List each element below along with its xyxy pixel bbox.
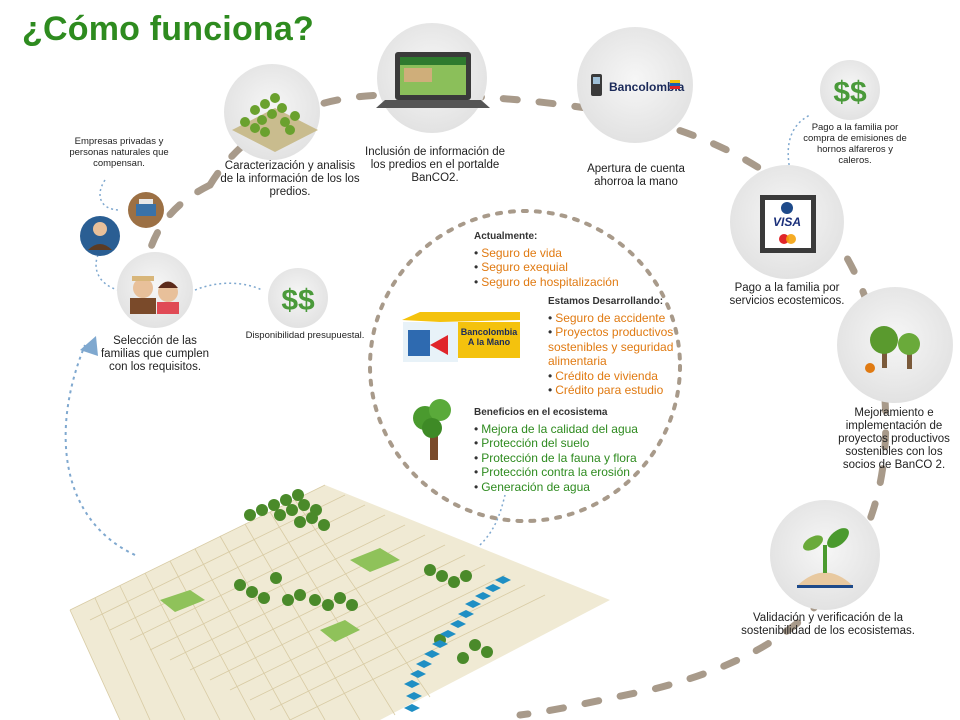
trees-illustration bbox=[865, 326, 920, 373]
desarrollando-header: Estamos Desarrollando: bbox=[548, 296, 664, 307]
beneficios-list: Beneficios en el ecosistema Mejora de la… bbox=[474, 406, 649, 494]
beneficios-item: Protección del suelo bbox=[474, 436, 649, 451]
card-terminal-icon: VISA bbox=[760, 195, 816, 253]
desarrollando-item: Crédito de vivienda bbox=[548, 369, 683, 384]
validacion-label: Validación y verificación de la sostenib… bbox=[741, 612, 915, 637]
benefits-tree-icon bbox=[413, 399, 451, 460]
money-icon-center: $$ bbox=[268, 268, 328, 328]
desarrollando-list: Estamos Desarrollando: Seguro de acciden… bbox=[548, 295, 683, 398]
alamano-line2: A la Mano bbox=[468, 337, 511, 347]
left-person-arrow bbox=[95, 254, 119, 291]
beneficios-header: Beneficios en el ecosistema bbox=[474, 407, 608, 418]
phone-icon bbox=[591, 74, 602, 96]
alamano-icon bbox=[402, 312, 520, 362]
beneficios-item: Protección de la fauna y flora bbox=[474, 451, 649, 466]
actualmente-list: Actualmente: Seguro de vida Seguro exequ… bbox=[474, 230, 644, 289]
actualmente-item: Seguro exequial bbox=[474, 260, 644, 275]
beneficios-item: Generación de agua bbox=[474, 480, 649, 495]
map-arrow bbox=[479, 494, 506, 546]
svg-text:VISA: VISA bbox=[773, 215, 801, 229]
money-icon-top: $$ bbox=[820, 60, 880, 120]
seleccion-label: Selección de las familias que cumplen co… bbox=[100, 335, 210, 373]
pago-arrow bbox=[787, 114, 811, 171]
svg-text:$$: $$ bbox=[281, 284, 315, 317]
left-return-arrow bbox=[64, 344, 136, 556]
beneficios-item: Protección contra la erosión bbox=[474, 465, 649, 480]
mejoramiento-label: Mejoramiento e implementación de proyect… bbox=[838, 407, 950, 471]
actualmente-header: Actualmente: bbox=[474, 231, 538, 242]
desarrollando-item: Proyectos productivos sostenibles y segu… bbox=[548, 325, 683, 369]
disponibilidad-label: Disponibilidad presupuestal. bbox=[245, 330, 365, 341]
person-icon-blue bbox=[80, 216, 120, 256]
desarrollando-item: Crédito para estudio bbox=[548, 383, 683, 398]
svg-text:$$: $$ bbox=[833, 76, 867, 109]
forest-illustration bbox=[232, 93, 318, 152]
sprout-illustration bbox=[797, 528, 853, 588]
apertura-circle bbox=[577, 27, 693, 143]
pago-compra-label: Pago a la familia por compra de emisione… bbox=[803, 122, 907, 166]
pago-servicios-label: Pago a la familia por servicios ecostemi… bbox=[729, 282, 845, 307]
bancolombia-flag bbox=[670, 80, 680, 89]
actualmente-item: Seguro de vida bbox=[474, 246, 644, 261]
flow-path-left bbox=[146, 181, 214, 254]
farmers-icon bbox=[130, 276, 179, 314]
bancolombia-logo: Bancolombia bbox=[609, 80, 685, 94]
seleccion-arrow bbox=[194, 282, 263, 291]
page-title: ¿Cómo funciona? bbox=[22, 10, 314, 48]
apertura-label: Apertura de cuenta ahorroa la mano bbox=[587, 163, 685, 188]
caracterizacion-label: Caracterización y analisis de la informa… bbox=[220, 160, 360, 198]
desarrollando-item: Seguro de accidente bbox=[548, 311, 683, 326]
empresas-arrow bbox=[99, 179, 121, 211]
empresas-label: Empresas privadas y personas naturales q… bbox=[69, 136, 169, 169]
seleccion-circle bbox=[117, 252, 193, 328]
actualmente-item: Seguro de hospitalización bbox=[474, 275, 644, 290]
company-icon bbox=[128, 192, 164, 228]
beneficios-item: Mejora de la calidad del agua bbox=[474, 422, 649, 437]
inclusion-label: Inclusión de información de los predios … bbox=[365, 146, 505, 184]
left-return-arrowhead bbox=[80, 336, 98, 356]
alamano-line1: Bancolombia bbox=[461, 327, 519, 337]
map-illustration bbox=[69, 484, 610, 720]
laptop-icon bbox=[376, 52, 490, 108]
